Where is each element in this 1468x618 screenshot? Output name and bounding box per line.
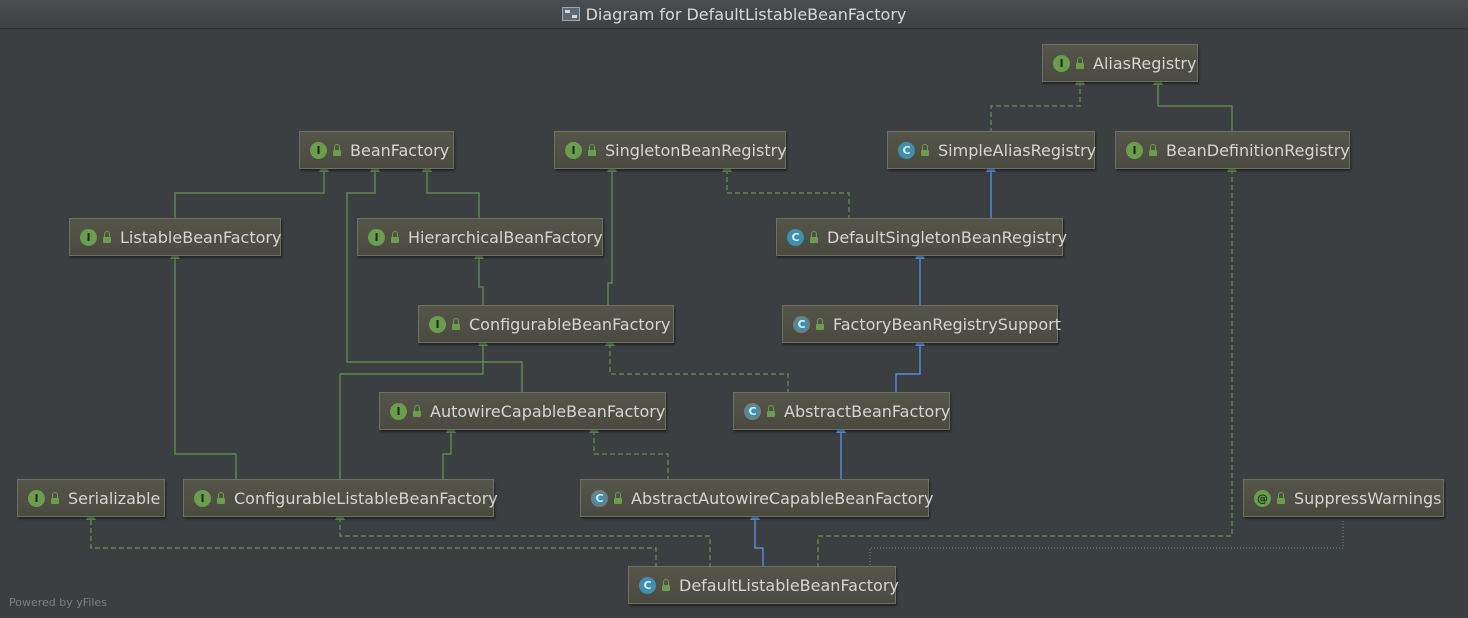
edge-beandefinitionregistry-aliasregistry [1153, 75, 1233, 133]
lock-icon [1076, 57, 1084, 69]
edge-abstractbeanfactory-factorybeanregistrysupport [895, 336, 925, 394]
node-label: ListableBeanFactory [120, 227, 282, 247]
node-label: ConfigurableBeanFactory [469, 314, 671, 334]
class-icon: C [898, 141, 915, 159]
lock-icon [391, 231, 399, 243]
diagram-icon [561, 7, 580, 21]
abstract-class-icon: C [744, 402, 761, 420]
edge-defaultlistablebeanfactory-serializable [86, 510, 657, 568]
annotation-icon: @ [1254, 489, 1271, 507]
interface-icon: I [80, 228, 97, 246]
edge-configurablelistablebeanfactory-configurablebeanfactory [339, 336, 488, 481]
window-title: Diagram for DefaultListableBeanFactory [585, 4, 907, 24]
class-icon: C [639, 576, 656, 594]
node-label: SuppressWarnings [1294, 488, 1442, 508]
lock-icon [810, 231, 818, 243]
edge-configurablelistablebeanfactory-autowirecapablebeanfactory [442, 423, 456, 481]
node-label: Serializable [68, 488, 161, 508]
node-label: FactoryBeanRegistrySupport [833, 314, 1061, 334]
lock-icon [816, 318, 824, 330]
node-configurable-listable-bean-factory[interactable]: I ConfigurableListableBeanFactory [183, 479, 498, 517]
edge-autowirecapablebeanfactory-beanfactory [346, 162, 523, 394]
node-label: BeanFactory [350, 140, 450, 160]
node-bean-factory[interactable]: I BeanFactory [299, 131, 454, 169]
lock-icon [662, 579, 670, 591]
node-label: HierarchicalBeanFactory [408, 227, 603, 247]
window-title-bar: Diagram for DefaultListableBeanFactory [0, 0, 1468, 29]
edge-defaultsingletonbeanregistry-singletonbeanregistry [722, 162, 850, 220]
lock-icon [588, 144, 596, 156]
node-serializable[interactable]: I Serializable [17, 479, 165, 517]
class-icon: C [787, 228, 804, 246]
interface-icon: I [565, 141, 582, 159]
interface-icon: I [368, 228, 385, 246]
interface-icon: I [28, 489, 45, 507]
node-singleton-bean-registry[interactable]: I SingletonBeanRegistry [554, 131, 787, 169]
node-label: ConfigurableListableBeanFactory [234, 488, 498, 508]
node-suppress-warnings[interactable]: @ SuppressWarnings [1243, 479, 1444, 517]
lock-icon [1149, 144, 1157, 156]
edge-defaultlistablebeanfactory-configurablelistablebeanfactory [335, 510, 711, 568]
edge-configurablelistablebeanfactory-listablebeanfactory [170, 249, 237, 481]
node-alias-registry[interactable]: I AliasRegistry [1042, 44, 1198, 82]
lock-icon [452, 318, 460, 330]
node-abstract-autowire-capable-bean-factory[interactable]: C AbstractAutowireCapableBeanFactory [580, 479, 934, 517]
edge-abstractautowirecapablebeanfactory-autowirecapablebeanfactory [589, 423, 669, 481]
diagram-canvas[interactable]: I AliasRegistry I BeanFactory I Singleto… [0, 29, 1468, 618]
node-hierarchical-bean-factory[interactable]: I HierarchicalBeanFactory [357, 218, 603, 256]
node-listable-bean-factory[interactable]: I ListableBeanFactory [69, 218, 281, 256]
node-label: BeanDefinitionRegistry [1166, 140, 1350, 160]
node-default-singleton-bean-registry[interactable]: C DefaultSingletonBeanRegistry [776, 218, 1067, 256]
lock-icon [614, 492, 622, 504]
edge-defaultlistablebeanfactory-suppresswarnings [869, 519, 1344, 568]
lock-icon [413, 405, 421, 417]
interface-icon: I [194, 489, 211, 507]
lock-icon [103, 231, 111, 243]
edge-configurablebeanfactory-hierarchicalbeanfactory [474, 249, 484, 307]
node-label: SimpleAliasRegistry [938, 140, 1097, 160]
interface-icon: I [1053, 54, 1070, 72]
node-label: AutowireCapableBeanFactory [430, 401, 666, 421]
lock-icon [921, 144, 929, 156]
node-label: DefaultSingletonBeanRegistry [827, 227, 1068, 247]
edge-defaultlistablebeanfactory-abstractautowirecapablebeanfactory [750, 510, 764, 568]
interface-icon: I [390, 402, 407, 420]
node-simple-alias-registry[interactable]: C SimpleAliasRegistry [887, 131, 1097, 169]
node-abstract-bean-factory[interactable]: C AbstractBeanFactory [733, 392, 950, 430]
edge-simplealiasregistry-aliasregistry [990, 75, 1085, 133]
lock-icon [1277, 492, 1285, 504]
node-bean-definition-registry[interactable]: I BeanDefinitionRegistry [1115, 131, 1350, 169]
node-label: SingletonBeanRegistry [605, 140, 787, 160]
node-label: DefaultListableBeanFactory [679, 575, 899, 595]
abstract-class-icon: C [591, 489, 608, 507]
lock-icon [333, 144, 341, 156]
interface-icon: I [429, 315, 446, 333]
edge-defaultlistablebeanfactory-beandefinitionregistry [817, 162, 1237, 568]
lock-icon [767, 405, 775, 417]
interface-icon: I [310, 141, 327, 159]
node-label: AbstractAutowireCapableBeanFactory [631, 488, 934, 508]
interface-icon: I [1126, 141, 1143, 159]
node-configurable-bean-factory[interactable]: I ConfigurableBeanFactory [418, 305, 674, 343]
abstract-class-icon: C [793, 315, 810, 333]
powered-by-label: Powered by yFiles [9, 596, 107, 609]
node-label: AbstractBeanFactory [784, 401, 951, 421]
node-default-listable-bean-factory[interactable]: C DefaultListableBeanFactory [628, 566, 899, 604]
edge-hierarchicalbeanfactory-beanfactory [422, 162, 480, 220]
node-autowire-capable-bean-factory[interactable]: I AutowireCapableBeanFactory [379, 392, 666, 430]
lock-icon [51, 492, 59, 504]
lock-icon [217, 492, 225, 504]
node-factory-bean-registry-support[interactable]: C FactoryBeanRegistrySupport [782, 305, 1061, 343]
edge-listablebeanfactory-beanfactory [174, 162, 329, 220]
node-label: AliasRegistry [1093, 53, 1197, 73]
edges-layer [86, 75, 1344, 568]
edge-configurablebeanfactory-singletonbeanregistry [607, 162, 617, 307]
edge-abstractbeanfactory-configurablebeanfactory [605, 336, 789, 394]
